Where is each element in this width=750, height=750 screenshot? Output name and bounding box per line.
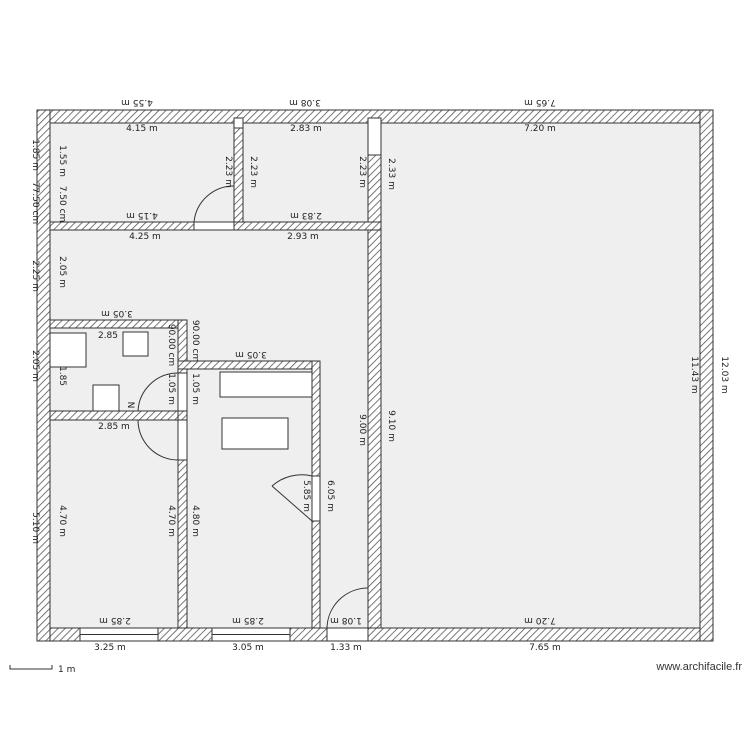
dim-top-out-3: 7.65 m bbox=[524, 97, 556, 107]
dim-top-out-1: 4.55 m bbox=[121, 97, 153, 107]
dim-v-1203: 12.03 m bbox=[719, 356, 729, 393]
dim-bottom-out-3: 1.33 m bbox=[330, 643, 362, 653]
watermark-credit: www.archifacile.fr bbox=[655, 661, 742, 673]
dim-v-910: 9.10 m bbox=[386, 410, 396, 442]
dim-inner-left-d: 1.85 bbox=[57, 366, 67, 386]
dim-top-in-1: 4.15 m bbox=[126, 124, 158, 134]
dim-v-223-c: 2.23 m bbox=[357, 156, 367, 188]
openings bbox=[177, 117, 382, 642]
table-block bbox=[221, 417, 289, 450]
counter-block bbox=[219, 371, 313, 398]
dim-v-90cm-b: 90.00 cm bbox=[190, 320, 200, 362]
scale-label: 1 m bbox=[58, 665, 75, 675]
door-swings bbox=[137, 185, 369, 629]
dim-v-480: 4.80 m bbox=[190, 505, 200, 537]
dim-bottom-in-3: 1.08 m bbox=[330, 615, 362, 625]
dim-partition-1-lower: 4.25 m bbox=[129, 232, 161, 242]
dim-bottom-in-4: 7.20 m bbox=[524, 615, 556, 625]
exterior-walls bbox=[36, 109, 714, 642]
dim-v-233: 2.33 m bbox=[386, 158, 396, 190]
dim-v-223-b: 2.23 m bbox=[248, 156, 258, 188]
dim-v-90cm-a: 90.00 cm bbox=[166, 324, 176, 366]
scale-bar: 1 m bbox=[9, 665, 75, 675]
dim-room2-top: 3.05 m bbox=[235, 349, 267, 359]
fixture-block-2 bbox=[122, 331, 149, 357]
windows bbox=[79, 627, 291, 642]
dim-inner-left-b: 7.50 cm bbox=[57, 186, 67, 223]
dim-wc-top: 3.05 m bbox=[101, 308, 133, 318]
dim-v-605: 6.05 m bbox=[325, 480, 335, 512]
dim-v-1143: 11.43 m bbox=[689, 356, 699, 393]
dim-v-105-a: 1.05 m bbox=[166, 373, 176, 405]
dim-bottom-in-2: 2.85 m bbox=[232, 615, 264, 625]
dim-bottom-out-4: 7.65 m bbox=[529, 643, 561, 653]
dim-left-b: 77.50 cm bbox=[30, 182, 40, 224]
dim-v-105-b: 1.05 m bbox=[190, 373, 200, 405]
dim-top-in-2: 2.83 m bbox=[290, 124, 322, 134]
dim-left-c: 2.25 m bbox=[30, 260, 40, 292]
fixture-block-3 bbox=[92, 384, 120, 412]
dim-inner-left-c: 2.05 m bbox=[57, 256, 67, 288]
dim-partition-2-lower: 2.93 m bbox=[287, 232, 319, 242]
dim-v-585: 5.85 m bbox=[301, 480, 311, 512]
dim-partition-1-upper: 4.15 m bbox=[126, 210, 158, 220]
dim-left-d: 2.05 m bbox=[30, 350, 40, 382]
dim-bottom-out-2: 3.05 m bbox=[232, 643, 264, 653]
dim-inner-left-e: 4.70 m bbox=[57, 505, 67, 537]
dim-partition-2-upper: 2.83 m bbox=[290, 210, 322, 220]
fixture-block-1 bbox=[49, 332, 87, 368]
north-mark: N bbox=[125, 402, 135, 409]
furniture bbox=[49, 331, 313, 450]
dim-top-in-3: 7.20 m bbox=[524, 124, 556, 134]
dim-v-470: 4.70 m bbox=[166, 505, 176, 537]
dim-inner-left-a: 1.55 m bbox=[57, 145, 67, 177]
dim-bottom-out-1: 3.25 m bbox=[94, 643, 126, 653]
dim-wc-label: 2.85 bbox=[98, 331, 118, 341]
dim-bottom-in-1: 2.85 m bbox=[99, 615, 131, 625]
dim-left-e: 5.10 m bbox=[30, 512, 40, 544]
dim-v-223-a: 2.23 m bbox=[223, 156, 233, 188]
dim-v-900: 9.00 m bbox=[357, 414, 367, 446]
dim-top-out-2: 3.08 m bbox=[289, 97, 321, 107]
dim-left-a: 1.85 m bbox=[30, 139, 40, 171]
dim-wc-bottom: 2.85 m bbox=[98, 422, 130, 432]
